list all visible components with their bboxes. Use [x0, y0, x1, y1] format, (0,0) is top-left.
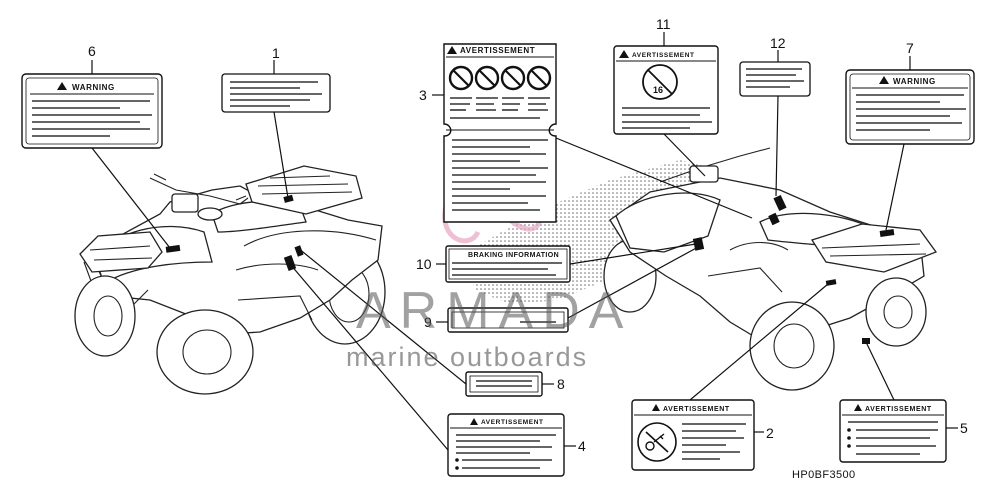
label-4-title: AVERTISSEMENT	[481, 419, 544, 426]
callout-2: 2	[766, 425, 774, 441]
callout-3: 3	[419, 87, 427, 103]
warning-triangle-icon	[57, 82, 67, 90]
label-3-title: AVERTISSEMENT	[460, 46, 535, 55]
callout-numbers: 1 2 3 4 5 6 7 8 9 10 11 12	[88, 16, 968, 454]
label-10-title: BRAKING INFORMATION	[468, 252, 559, 259]
label-7-warning[interactable]: WARNING	[845, 69, 975, 145]
watermark-brand: ARMADA	[356, 282, 632, 340]
callout-12: 12	[770, 35, 786, 51]
label-9[interactable]	[447, 307, 569, 333]
prohibition-icons	[448, 65, 552, 91]
label-2-title: AVERTISSEMENT	[663, 406, 730, 413]
watermark-tagline: marine outboards	[346, 342, 588, 372]
label-6-title: WARNING	[72, 83, 115, 92]
warning-triangle-icon	[879, 76, 889, 84]
label-8[interactable]	[465, 371, 543, 397]
label-12[interactable]	[739, 61, 811, 97]
label-11-age-warning[interactable]: AVERTISSEMENT 16	[613, 45, 719, 135]
warning-triangle-icon	[447, 46, 457, 54]
label-5-avertissement[interactable]: AVERTISSEMENT	[839, 399, 947, 463]
label-1[interactable]	[221, 73, 331, 113]
callout-10: 10	[416, 256, 432, 272]
diagram-code: HP0BF3500	[792, 469, 856, 481]
label-6-warning[interactable]: WARNING	[21, 73, 163, 149]
label-5-title: AVERTISSEMENT	[865, 406, 932, 413]
label-3-avertissement[interactable]: AVERTISSEMENT	[443, 43, 557, 223]
callout-8: 8	[557, 376, 565, 392]
callout-7: 7	[906, 40, 914, 56]
warning-triangle-icon	[470, 418, 478, 425]
callout-9: 9	[424, 314, 432, 330]
warning-triangle-icon	[619, 50, 629, 58]
callout-5: 5	[960, 420, 968, 436]
label-7-title: WARNING	[893, 77, 936, 86]
label-10-braking-information[interactable]: BRAKING INFORMATION	[445, 245, 571, 283]
age-badge-number: 16	[653, 85, 663, 95]
warning-triangle-icon	[854, 404, 862, 411]
callout-6: 6	[88, 43, 96, 59]
label-4-avertissement[interactable]: AVERTISSEMENT	[447, 413, 565, 477]
warning-triangle-icon	[652, 404, 660, 411]
atv-front-view	[74, 165, 386, 395]
callout-4: 4	[578, 438, 586, 454]
label-2-avertissement[interactable]: AVERTISSEMENT	[631, 399, 755, 471]
callout-1: 1	[272, 45, 280, 61]
callout-11: 11	[656, 16, 671, 32]
label-11-title: AVERTISSEMENT	[632, 52, 695, 59]
leader-lines	[91, 32, 958, 451]
